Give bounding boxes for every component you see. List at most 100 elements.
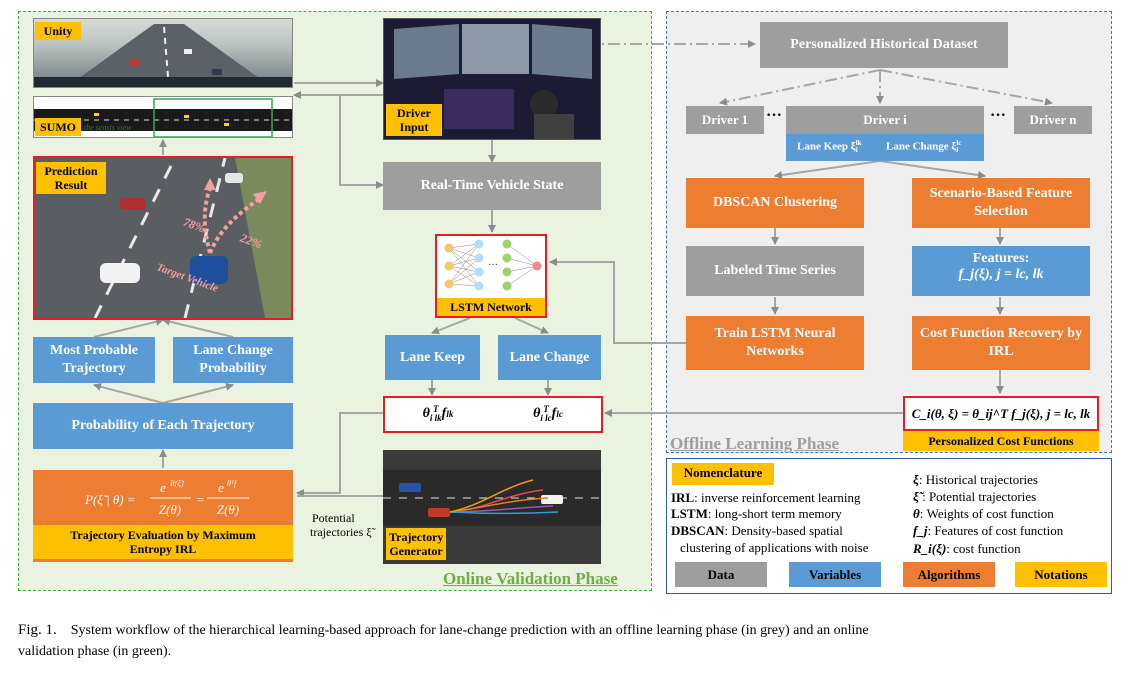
variables-container xyxy=(786,134,984,161)
arrow-lstm-to-lanechange xyxy=(514,317,549,334)
nom-fj: f_j: Features of cost function xyxy=(913,523,1063,539)
nom-xi-tilde-sym: ξ̃ xyxy=(913,489,919,504)
nom-lstm-desc: : long-short term memory xyxy=(707,506,842,521)
nom-xi-tilde-desc: : Potential trajectories xyxy=(918,489,1037,504)
lane-keep-variable-sup: lk xyxy=(855,139,862,147)
legend-data: Data xyxy=(675,562,767,587)
nom-theta: θ: Weights of cost function xyxy=(913,506,1054,522)
realtime-state-box: Real-Time Vehicle State xyxy=(383,162,601,210)
caption-line1: System workflow of the hierarchical lear… xyxy=(70,623,869,638)
train-lstm-box: Train LSTM Neural Networks xyxy=(686,316,864,370)
nom-lstm: LSTM: long-short term memory xyxy=(671,506,842,522)
nom-irl-desc: : inverse reinforcement learning xyxy=(694,490,861,505)
arrow-var-to-dbscan xyxy=(774,160,881,179)
arrow-sim-to-state xyxy=(339,95,384,189)
cost-function-box: C_i(θ, ξ) = θ_ij^T f_j(ξ), j = lc, lk xyxy=(903,396,1099,431)
arrow-mostprob-to-pred xyxy=(93,317,164,338)
nom-theta-desc: : Weights of cost function xyxy=(919,506,1054,521)
lane-change-variable-sub: i xyxy=(956,146,959,154)
arrow-train-to-lstm xyxy=(549,258,686,344)
arrow-var-to-scenario xyxy=(879,160,986,179)
prediction-tag: Prediction Result xyxy=(36,162,106,194)
nom-irl: IRL: inverse reinforcement learning xyxy=(671,490,861,506)
driver-simulator-image xyxy=(383,18,601,140)
f-lk-symbol: f xyxy=(441,406,447,421)
f-lc-symbol: f xyxy=(551,406,557,421)
cost-recovery-box: Cost Function Recovery by IRL xyxy=(912,316,1090,370)
ellipsis-left: ··· xyxy=(766,107,783,124)
svg-text:θᵀf: θᵀf xyxy=(227,479,238,488)
nom-theta-sym: θ xyxy=(913,506,920,521)
theta-lk-sub: i lk xyxy=(429,413,442,423)
driver-input-tag: Driver Input xyxy=(386,104,442,136)
nom-irl-term: IRL xyxy=(671,490,695,505)
lane-change-prob-box: Lane Change Probability xyxy=(173,337,293,383)
nom-dbscan-cont: clustering of applications with noise xyxy=(680,540,869,555)
lane-change-box: Lane Change xyxy=(498,335,601,380)
lane-keep-variable-text: Lane Keep ξ xyxy=(797,140,856,153)
nom-xi-desc: : Historical trajectories xyxy=(918,472,1038,487)
offline-phase-container xyxy=(666,11,1112,453)
scenario-box: Scenario-Based Feature Selection xyxy=(912,178,1090,228)
theta-lk-symbol: θ xyxy=(422,406,430,421)
lane-change-variable-text: Lane Change ξ xyxy=(886,140,957,153)
nom-xi: ξ: Historical trajectories xyxy=(913,472,1038,488)
svg-text:Z(θ): Z(θ) xyxy=(159,502,181,517)
arrow-theta-to-eval xyxy=(296,412,383,497)
arrow-lstm-to-lanekeep xyxy=(431,317,471,335)
trajectory-generator-tag: Trajectory Generator xyxy=(386,528,446,560)
dataset-box: Personalized Historical Dataset xyxy=(760,22,1008,68)
nom-dbscan-desc: : Density-based spatial xyxy=(724,523,843,538)
lane-keep-box: Lane Keep xyxy=(385,335,480,380)
theta-lc-sub: i lc xyxy=(540,413,552,423)
ellipsis-right: ··· xyxy=(990,107,1007,124)
svg-text:R(ξ̃): R(ξ̃) xyxy=(169,479,185,488)
features-box: Features: f_j(ξ), j = lc, lk xyxy=(912,246,1090,296)
arrow-dataset-to-driver1 xyxy=(719,69,881,106)
nom-ri-desc: : cost function xyxy=(946,541,1021,556)
legend-notations: Notations xyxy=(1015,562,1107,587)
f-lc-sub: lc xyxy=(556,409,563,419)
svg-text:···: ··· xyxy=(488,260,498,271)
sumo-note: the sensis view xyxy=(84,123,132,132)
svg-text:e: e xyxy=(160,480,166,495)
lane-keep-variable-sub: i xyxy=(855,146,858,154)
unity-tag: Unity xyxy=(35,22,81,40)
potential-traj-label-1: Potential xyxy=(312,511,355,525)
nom-fj-sym: f_j xyxy=(913,523,928,538)
theta-lk-sup: T xyxy=(433,404,439,414)
nomenclature-tag: Nomenclature xyxy=(672,463,774,485)
arrow-lcprob-to-pred xyxy=(162,317,234,338)
svg-text:P(ξ̃ | θ) =: P(ξ̃ | θ) = xyxy=(84,492,136,507)
svg-text:=: = xyxy=(196,492,205,507)
features-title: Features: xyxy=(972,251,1030,266)
trajectory-eval-tag: Trajectory Evaluation by Maximum Entropy… xyxy=(33,525,293,559)
legend-algorithms: Algorithms xyxy=(903,562,995,587)
nom-xi-sym: ξ xyxy=(913,472,919,487)
driver-i-box: Driver i xyxy=(786,106,984,134)
legend-variables: Variables xyxy=(789,562,881,587)
nom-dbscan-term: DBSCAN xyxy=(671,523,725,538)
offline-phase-label: Offline Learning Phase xyxy=(670,434,840,453)
figure-caption: Fig. 1. System workflow of the hierarchic… xyxy=(18,620,1108,641)
caption-fig-number: Fig. 1. xyxy=(18,622,57,638)
labeled-box: Labeled Time Series xyxy=(686,246,864,296)
dbscan-box: DBSCAN Clustering xyxy=(686,178,864,228)
prediction-result-image xyxy=(33,156,293,320)
personalized-cost-tag: Personalized Cost Functions xyxy=(903,431,1099,451)
theta-lc-symbol: θ xyxy=(533,406,541,421)
arrow-prob-to-lcprob xyxy=(162,382,234,404)
nom-lstm-term: LSTM xyxy=(671,506,708,521)
arrow-prob-to-mostprob xyxy=(93,382,164,404)
svg-text:e: e xyxy=(218,480,224,495)
sumo-tag: SUMO xyxy=(35,118,81,136)
nom-ri-sym: R_i(ξ) xyxy=(913,541,947,556)
unity-simulation-image xyxy=(33,18,293,88)
potential-traj-label-2: trajectories ξ̃ xyxy=(310,525,372,539)
nom-ri: R_i(ξ): cost function xyxy=(913,541,1021,557)
most-probable-box: Most Probable Trajectory xyxy=(33,337,155,383)
online-phase-label: Online Validation Phase xyxy=(443,569,618,588)
f-lk-sub: lk xyxy=(446,409,454,419)
